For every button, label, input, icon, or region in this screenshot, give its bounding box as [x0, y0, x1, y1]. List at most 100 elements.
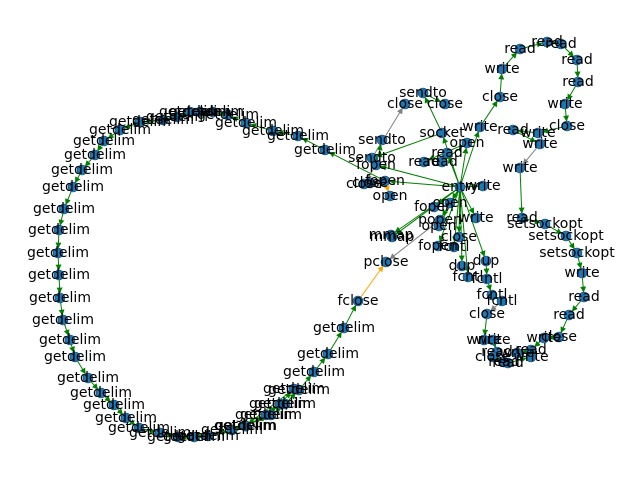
node-label-n57: read — [488, 354, 520, 370]
node-n1 — [379, 175, 391, 187]
edge-n100-n101 — [212, 429, 228, 436]
edge-n0-n9 — [459, 191, 471, 273]
node-n23 — [494, 91, 506, 103]
node-label-n64: mmap — [369, 227, 414, 243]
edge-n1-n68 — [328, 151, 381, 180]
node-n39 — [560, 230, 572, 242]
node-label-n108: getdelim — [254, 396, 316, 412]
node-n75 — [184, 106, 196, 118]
edge-n0-n20 — [460, 147, 469, 183]
node-n110 — [308, 366, 320, 378]
node-n37 — [516, 212, 528, 224]
node-label-n86: getdelim — [27, 245, 89, 261]
node-n63 — [432, 240, 444, 252]
edge-n85-n86 — [55, 234, 62, 249]
node-n22 — [474, 121, 486, 133]
node-n78 — [134, 116, 146, 128]
node-label-n73: getdelim — [182, 104, 244, 120]
edge-n1-n2 — [383, 185, 390, 192]
edge-n22-n23 — [482, 100, 498, 124]
node-label-n11: sendto — [348, 150, 396, 166]
node-n58 — [502, 357, 514, 369]
node-label-n101: getdelim — [201, 422, 263, 438]
edge-n75-n76 — [181, 110, 188, 117]
node-label-n60: open — [433, 195, 468, 211]
edge-n69-n70 — [277, 130, 294, 136]
node-label-n23: close — [482, 89, 518, 105]
node-label-n51: fcntl — [487, 293, 518, 309]
node-n72 — [222, 109, 234, 121]
node-n38 — [539, 218, 551, 230]
node-label-n27: read — [545, 36, 577, 52]
node-n20 — [461, 137, 473, 149]
node-label-n75: getdelim — [159, 104, 221, 120]
node-label-n26: read — [531, 34, 563, 50]
edge-n0-n62 — [461, 191, 475, 215]
node-label-n13: sendto — [399, 85, 447, 101]
node-n79 — [114, 124, 126, 136]
node-n28 — [571, 54, 583, 66]
node-label-n85: getdelim — [28, 222, 90, 238]
node-label-n22: write — [462, 119, 497, 135]
edge-n84-n85 — [58, 213, 65, 226]
node-label-n92: getdelim — [57, 370, 119, 386]
edge-n112-n6 — [345, 304, 357, 324]
node-label-n55: read — [481, 344, 513, 360]
node-n12 — [399, 98, 411, 110]
node-label-n8: dup — [449, 258, 476, 274]
node-n84 — [58, 203, 70, 215]
node-n27 — [555, 38, 567, 50]
node-label-n19: read — [408, 154, 440, 170]
node-label-n45: write — [526, 330, 561, 346]
node-label-n63: fopen — [418, 238, 458, 254]
node-n6 — [352, 295, 364, 307]
node-n47 — [511, 347, 523, 359]
edge-n95-n96 — [128, 419, 136, 426]
node-label-n54: write — [475, 332, 510, 348]
node-label-n46: read — [515, 342, 547, 358]
node-n4 — [380, 256, 392, 268]
node-label-n111: getdelim — [297, 346, 359, 362]
node-n111 — [322, 348, 334, 360]
node-label-n20: open — [450, 135, 485, 151]
edge-n42-n43 — [571, 300, 582, 312]
node-n25 — [514, 43, 526, 55]
node-label-n18: read — [426, 154, 458, 170]
edge-n105-n106 — [248, 391, 291, 424]
node-label-n109: getdelim — [268, 382, 330, 398]
node-n31 — [561, 120, 573, 132]
edge-n0-n22 — [461, 131, 480, 183]
edge-n72-n73 — [217, 111, 224, 117]
node-n112 — [338, 322, 350, 334]
edge-n41-n42 — [580, 277, 587, 293]
edge-n91-n92 — [77, 360, 86, 375]
node-label-n44: close — [541, 329, 577, 345]
node-label-n72: getdelim — [197, 107, 259, 123]
node-n59 — [525, 351, 537, 363]
node-label-n9: fcntl — [453, 269, 484, 285]
edge-n24-n25 — [504, 52, 518, 66]
node-n26 — [541, 36, 553, 48]
edges-layer — [55, 39, 587, 440]
node-label-n38: setsockopt — [507, 216, 583, 232]
node-n14 — [439, 98, 451, 110]
edge-n46-n47 — [521, 347, 528, 354]
node-n2 — [384, 190, 396, 202]
node-label-n110: getdelim — [283, 364, 345, 380]
edge-n90-n91 — [69, 344, 75, 353]
node-label-n1: fopen — [365, 173, 405, 189]
node-label-n53: write — [466, 332, 501, 348]
node-label-n21: read — [431, 145, 463, 161]
node-n83 — [67, 181, 79, 193]
edge-n28-n29 — [574, 64, 581, 78]
edge-n108-n109 — [288, 393, 296, 401]
edge-n29-n32 — [567, 86, 576, 101]
node-n101 — [226, 424, 238, 436]
node-n30 — [477, 180, 489, 192]
node-n44 — [553, 331, 565, 343]
node-label-n28: read — [561, 52, 593, 68]
node-n62 — [470, 212, 482, 224]
node-label-n36: write — [502, 160, 537, 176]
edge-n39-n40 — [568, 239, 575, 250]
node-n13 — [417, 87, 429, 99]
